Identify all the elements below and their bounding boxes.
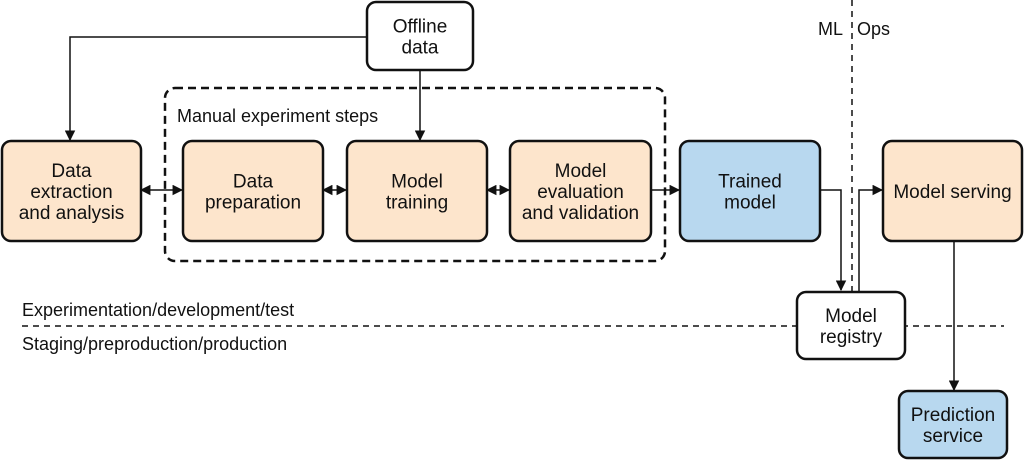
arrow-trained-to-registry	[820, 189, 847, 292]
offline-data-node-label-line: data	[402, 38, 439, 59]
manual-experiment-steps-group	[163, 86, 667, 263]
model-registry-node-label-line: Model	[825, 306, 877, 327]
model-registry-node-box	[795, 290, 907, 361]
prediction-service-node-box	[897, 389, 1009, 460]
data-extraction-node-label-line: Data	[51, 161, 92, 182]
data-preparation-node-label-line: preparation	[205, 193, 301, 214]
model-serving-node-box	[881, 139, 1024, 243]
trained-model-node-label-line: Trained	[718, 172, 782, 193]
offline-data-node-box	[365, 0, 475, 72]
model-training-node-label-line: training	[386, 193, 448, 214]
model-evaluation-node-label-line: and validation	[522, 203, 639, 224]
model-serving-node-label-line: Model serving	[893, 182, 1011, 203]
staging-zone-label: Staging/preproduction/production	[22, 334, 287, 354]
data-preparation-node-box	[181, 139, 325, 243]
data-preparation-node-label-line: Data	[233, 172, 274, 193]
arrow-offline-to-extraction	[64, 36, 367, 142]
model-training-node-box	[345, 139, 489, 243]
connectors	[64, 36, 960, 392]
model-training-node-label-line: Model	[391, 172, 443, 193]
prediction-service-node-label-line: Prediction	[911, 405, 996, 426]
model-serving-node: Model serving	[881, 139, 1024, 243]
experimentation-zone-label: Experimentation/development/test	[22, 300, 294, 320]
data-extraction-node-box	[0, 139, 143, 243]
trained-model-node-label-line: model	[724, 193, 776, 214]
data-extraction-node-label-line: and analysis	[19, 203, 125, 224]
model-evaluation-node-label-line: evaluation	[537, 182, 624, 203]
model-evaluation-node-label-line: Model	[555, 161, 607, 182]
prediction-service-node-label-line: service	[923, 426, 983, 447]
data-extraction-node-label-line: extraction	[30, 182, 112, 203]
offline-data-node-label-line: Offline	[393, 17, 448, 38]
model-evaluation-node-box	[508, 139, 653, 243]
ops-zone-label: Ops	[857, 19, 890, 39]
arrow-registry-to-serving	[858, 184, 884, 292]
model-registry-node-label-line: registry	[820, 327, 883, 348]
trained-model-node-box	[678, 139, 822, 243]
ml-zone-label: ML	[818, 19, 843, 39]
manual-experiment-steps-label: Manual experiment steps	[177, 106, 378, 126]
